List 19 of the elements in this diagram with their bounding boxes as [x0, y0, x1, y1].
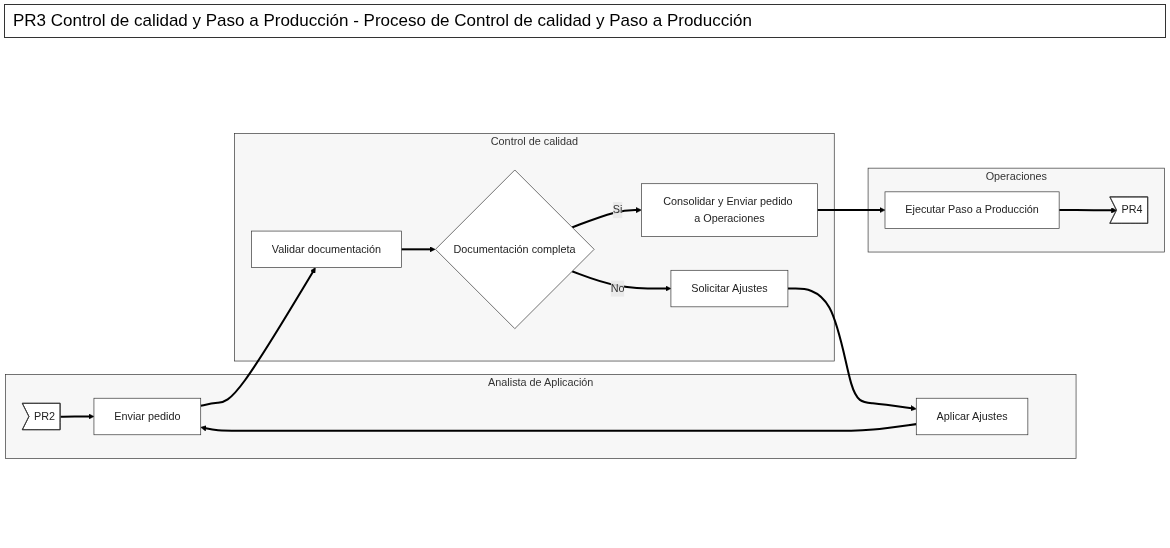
node-box: Aplicar Ajustes [915, 397, 1029, 436]
node-box: Enviar pedido [93, 397, 202, 436]
arrow [571, 270, 672, 292]
arrow [571, 207, 642, 229]
node-box: Ejecutar Paso a Producción [884, 191, 1060, 229]
arrow [60, 413, 95, 420]
node-diamond: Documentación completa [435, 169, 595, 329]
arrow [787, 287, 917, 412]
arrow [200, 423, 917, 432]
node-box: Consolidar y Enviar pedido a Operaciones [641, 183, 818, 237]
edge-label: No [610, 282, 625, 294]
node-box: Validar documentación [251, 230, 402, 268]
arrow [817, 207, 886, 214]
arrow [1059, 207, 1118, 214]
diagram-title: PR3 Control de calidad y Paso a Producción - Proceso de Control de calidad y Paso a Producción [4, 4, 1166, 38]
arrow [401, 246, 436, 253]
node-box: Solicitar Ajustes [670, 269, 789, 308]
arrow [200, 267, 316, 407]
edge-label: Si [612, 204, 623, 216]
